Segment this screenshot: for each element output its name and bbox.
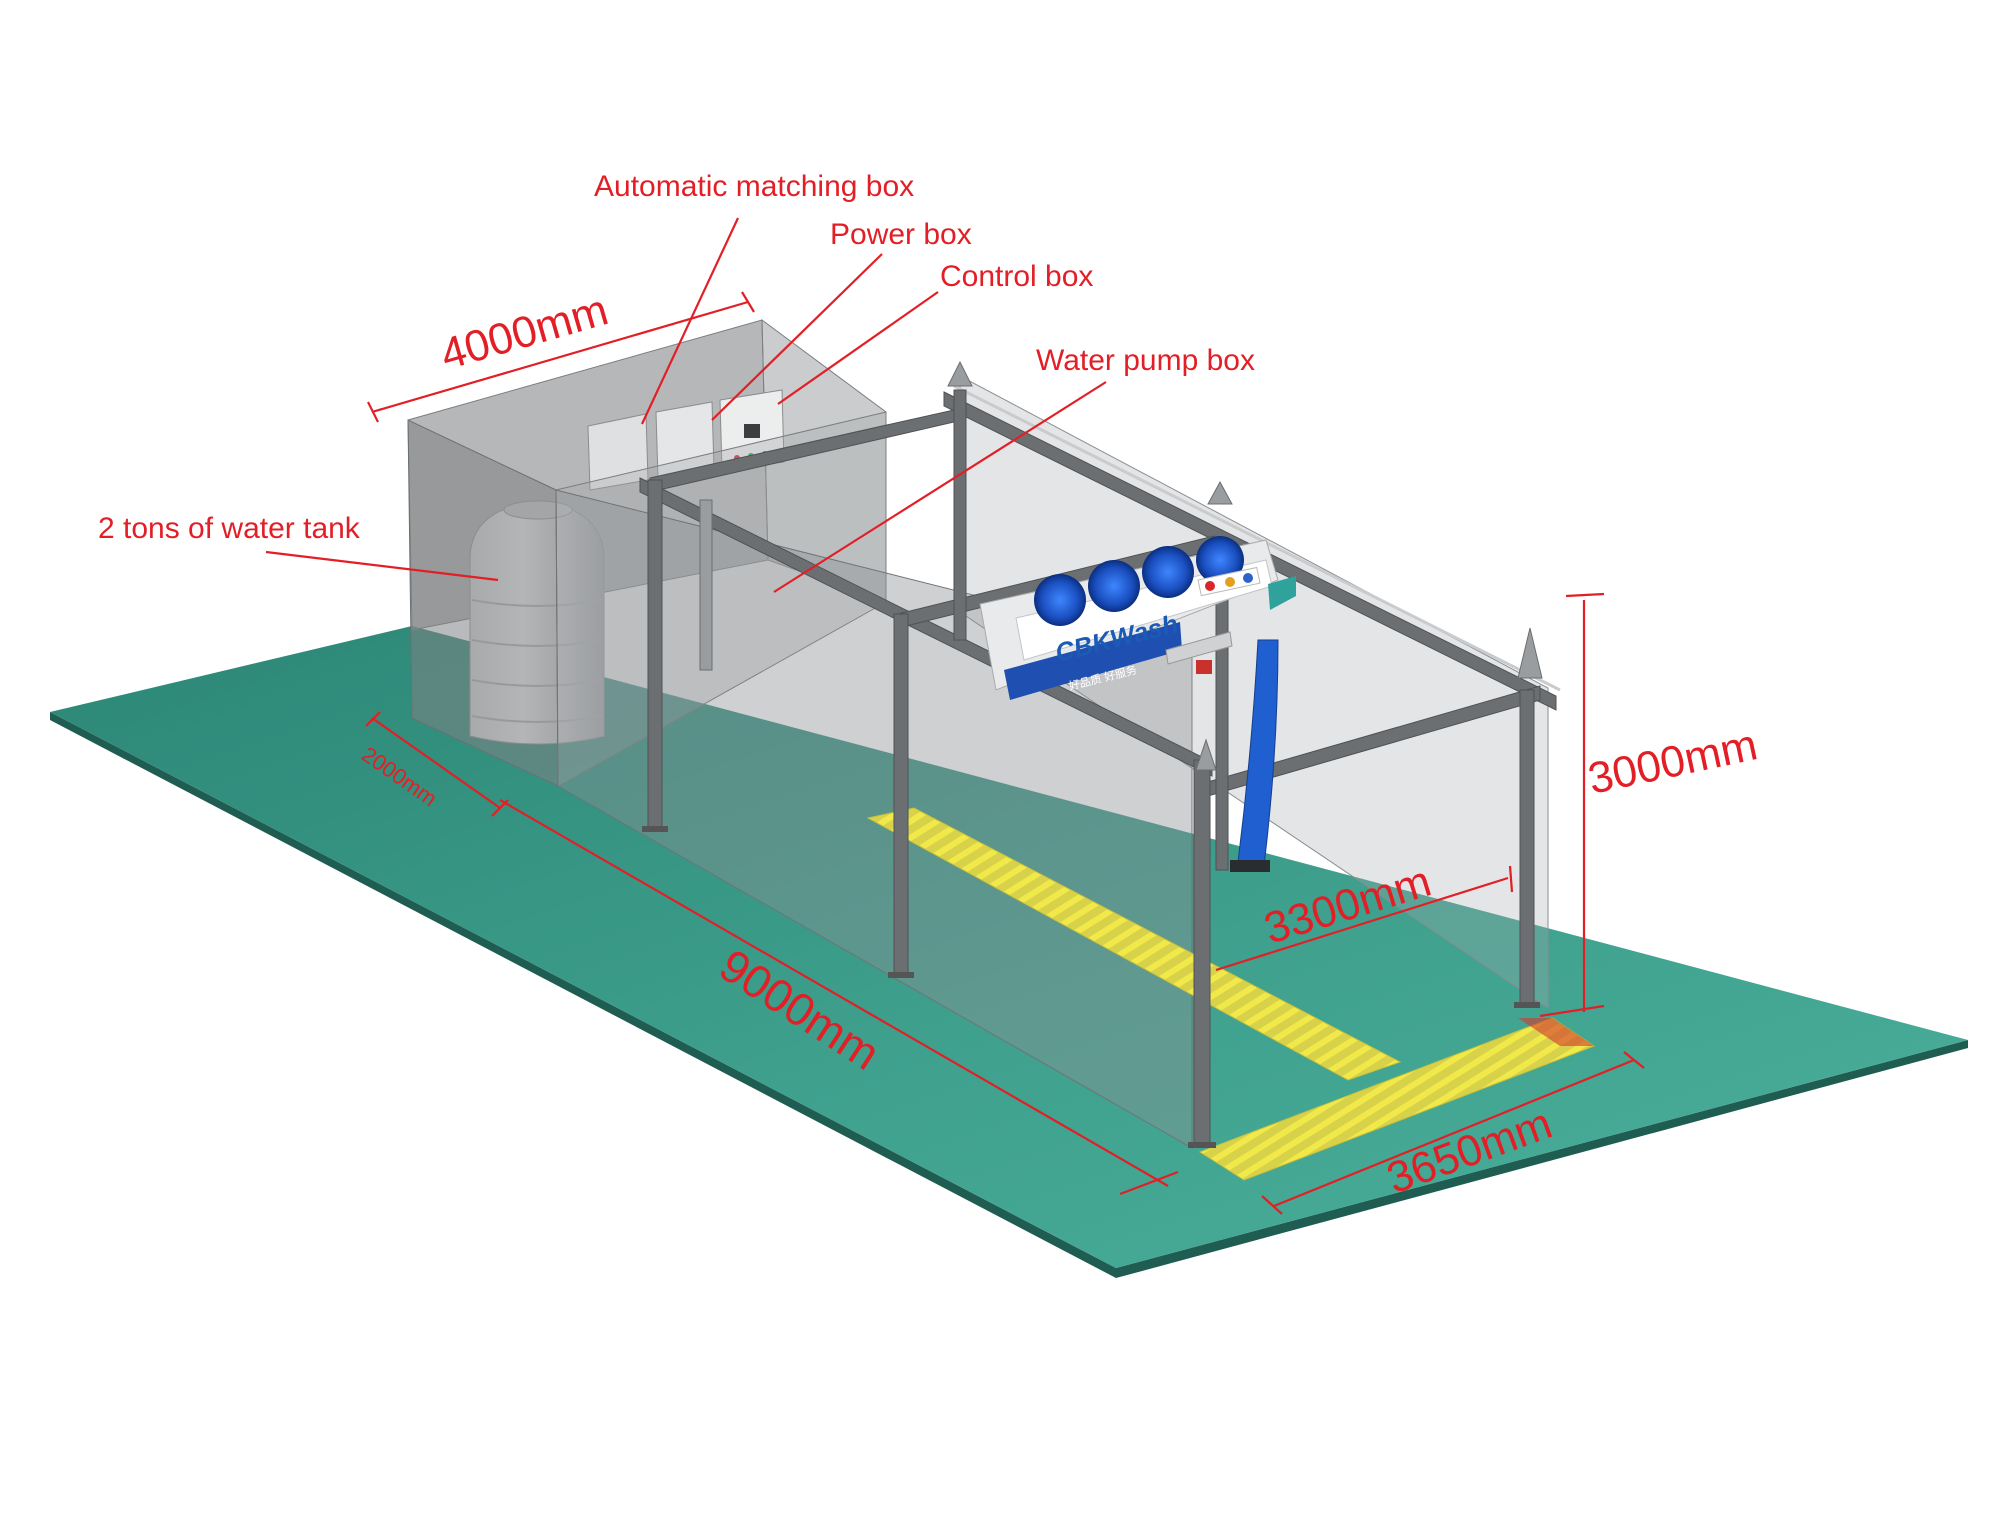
drain-grate-red [1518,1018,1594,1046]
brush-icon [1034,574,1086,626]
callout-control-box: Control box [940,260,1093,293]
callout-automatic-matching-box: Automatic matching box [594,170,914,203]
brush-icon [1088,560,1140,612]
control-panel-icon [744,424,760,438]
dim-room-width: 4000mm [435,285,613,379]
brush-icon [1142,546,1194,598]
wash-machine: CBKWash 好品质 好服务 [979,536,1296,872]
callout-water-pump-box: Water pump box [1036,344,1255,377]
brush-icon [1196,536,1244,584]
callout-water-tank: 2 tons of water tank [98,512,361,545]
floor-slab [50,626,1968,1268]
callout-leaders [265,217,1107,593]
callout-power-box: Power box [830,218,972,251]
dimension-lines [365,291,1645,1215]
dim-height: 3000mm [1584,720,1762,804]
